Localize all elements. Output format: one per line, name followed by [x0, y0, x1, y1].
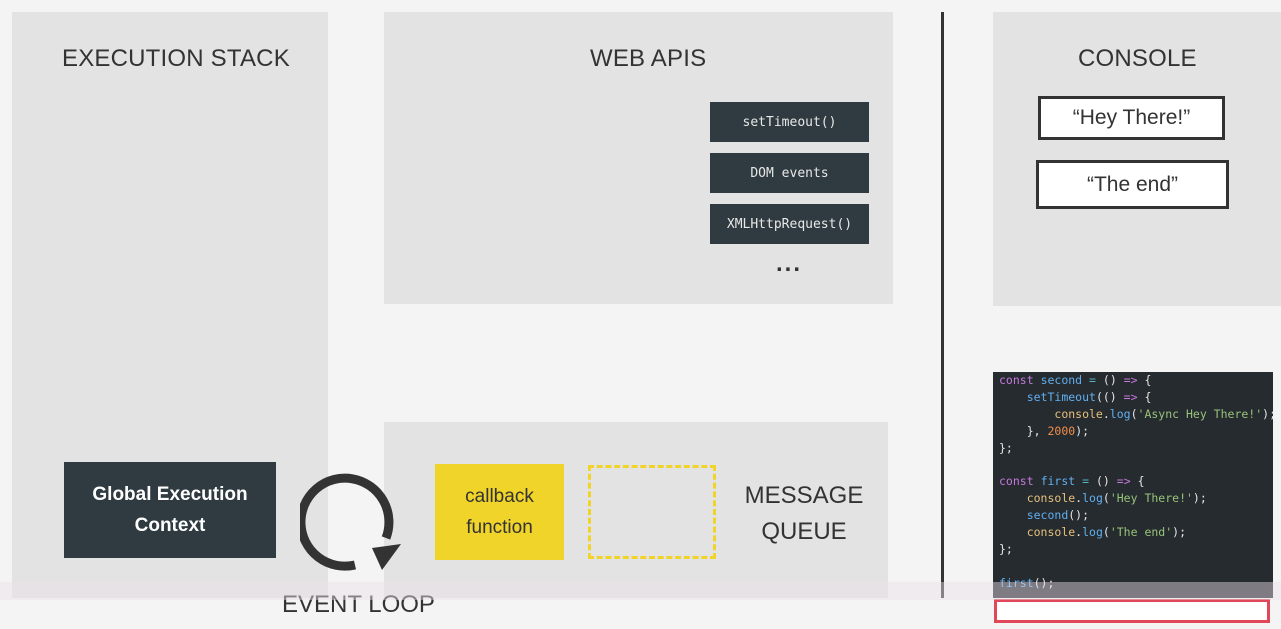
code-line: }; — [999, 440, 1013, 455]
console-title: CONSOLE — [1078, 45, 1197, 72]
bottom-strip — [0, 582, 1281, 600]
web-apis-title: WEB APIS — [590, 45, 707, 72]
console-panel — [993, 12, 1281, 306]
code-editor: const second = () => { setTimeout(() => … — [993, 372, 1273, 598]
code-line: console.log('The end'); — [1026, 525, 1186, 540]
global-execution-context-box: Global Execution Context — [64, 462, 276, 558]
code-line: second(); — [1026, 508, 1090, 523]
message-queue-title-line1: MESSAGE — [744, 482, 864, 509]
code-line: console.log('Async Hey There!'); — [1054, 406, 1273, 421]
code-line — [993, 456, 1273, 473]
message-queue-title: MESSAGE QUEUE — [740, 478, 868, 550]
code-line: }, 2000); — [1026, 423, 1090, 438]
code-line: setTimeout(() => { — [1026, 389, 1152, 404]
web-api-item: setTimeout() — [710, 102, 869, 142]
vertical-divider — [941, 12, 944, 598]
event-loop-label: EVENT LOOP — [282, 591, 435, 618]
circular-arrow-icon — [300, 473, 401, 571]
web-api-item: XMLHttpRequest() — [710, 204, 869, 244]
web-apis-more: ... — [776, 250, 803, 277]
web-api-item: DOM events — [710, 153, 869, 193]
code-line: const second = () => { — [999, 373, 1152, 387]
empty-queue-slot — [588, 465, 716, 559]
code-line: }; — [999, 541, 1013, 556]
highlight-box — [994, 599, 1270, 623]
callback-function-box: callback function — [435, 464, 564, 560]
console-output: “The end” — [1036, 160, 1229, 209]
code-line — [993, 558, 1273, 575]
code-line: first(); — [999, 575, 1055, 590]
callback-label-line2: function — [466, 517, 533, 538]
callback-label-line1: callback — [465, 486, 534, 507]
code-line: const first = () => { — [999, 474, 1145, 489]
message-queue-title-line2: QUEUE — [761, 518, 847, 545]
code-line: console.log('Hey There!'); — [1026, 491, 1207, 506]
execution-stack-title: EXECUTION STACK — [62, 45, 290, 72]
console-output: “Hey There!” — [1038, 96, 1225, 140]
